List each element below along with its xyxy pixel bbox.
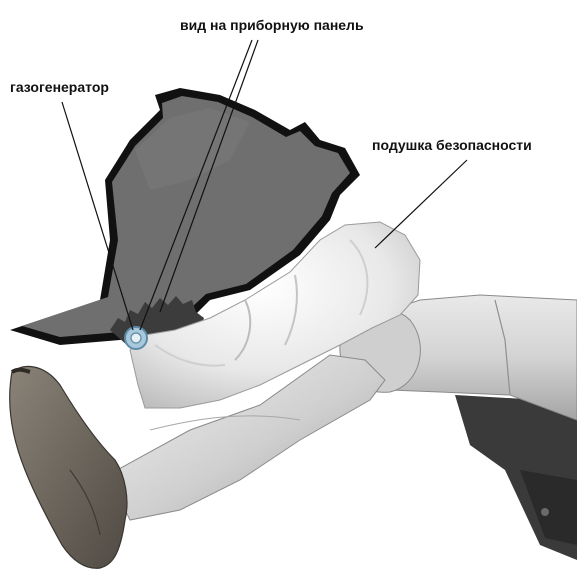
seat (455, 395, 577, 560)
label-airbag: подушка безопасности (372, 137, 532, 153)
label-dashboard-view: вид на приборную панель (180, 17, 364, 33)
shoe (10, 366, 127, 568)
label-inflator: газогенератор (10, 79, 109, 95)
inflator (125, 327, 147, 349)
leader-airbag (375, 160, 467, 248)
